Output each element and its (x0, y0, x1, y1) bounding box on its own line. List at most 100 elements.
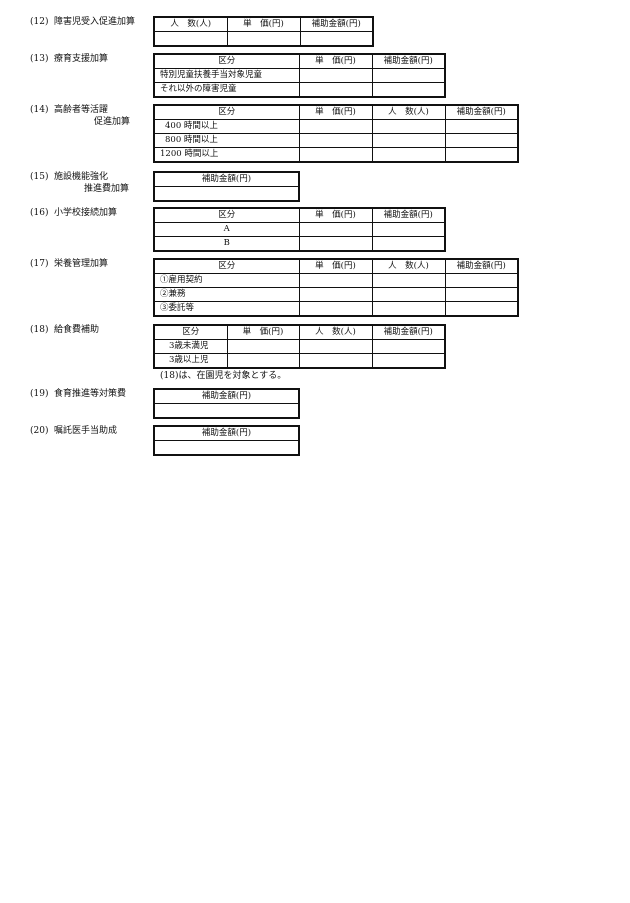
header-category: 区分 (153, 324, 228, 340)
subsidy-amount-cell[interactable] (444, 119, 519, 134)
unit-price-cell[interactable] (298, 133, 373, 148)
elementary-connection-table: 区分 単 価(円) 補助金額(円) A B (153, 207, 446, 252)
row-label: 400 時間以上 (153, 119, 300, 134)
header-row: 区分 単 価(円) 人 数(人) 補助金額(円) (153, 258, 519, 274)
header-row: 区分 単 価(円) 人 数(人) 補助金額(円) (153, 104, 519, 120)
subsidy-amount-cell[interactable] (371, 68, 446, 83)
row-label: 3歳以上児 (153, 353, 228, 369)
unit-price-cell[interactable] (298, 222, 373, 237)
header-subsidy-amount: 補助金額(円) (444, 258, 519, 274)
section-title: 食育推進等対策費 (54, 389, 127, 399)
header-unit-price: 単 価(円) (298, 104, 373, 120)
unit-price-cell[interactable] (226, 353, 300, 369)
section-note: (18)は、在園児を対象とする。 (160, 371, 287, 381)
table-row: ③委託等 (153, 301, 519, 317)
header-subsidy-amount: 補助金額(円) (444, 104, 519, 120)
table-row (153, 403, 300, 419)
section-number: (19) (30, 389, 49, 399)
table-row (153, 31, 374, 47)
subsidy-amount-cell[interactable] (371, 222, 446, 237)
unit-price-cell[interactable] (298, 236, 373, 252)
unit-price-cell[interactable] (298, 301, 373, 317)
subsidy-amount-cell[interactable] (153, 403, 300, 419)
section-title: 栄養管理加算 (54, 259, 109, 269)
subsidy-amount-cell[interactable] (444, 147, 519, 163)
unit-price-cell[interactable] (226, 31, 301, 47)
section-title-line2: 推進費加算 (84, 184, 130, 194)
row-label: B (153, 236, 300, 252)
subsidy-amount-cell[interactable] (153, 440, 300, 456)
nutrition-management-table: 区分 単 価(円) 人 数(人) 補助金額(円) ①雇用契約 ②兼務 ③委託等 (153, 258, 519, 317)
subsidy-amount-cell[interactable] (299, 31, 374, 47)
facility-function-table: 補助金額(円) (153, 171, 300, 202)
unit-price-cell[interactable] (298, 287, 373, 302)
table-row (153, 186, 300, 202)
header-category: 区分 (153, 104, 300, 120)
section-title: 小学校接続加算 (54, 208, 118, 218)
row-label: 1200 時間以上 (153, 147, 300, 163)
headcount-cell[interactable] (371, 273, 446, 288)
table-row: 800 時間以上 (153, 133, 519, 148)
header-unit-price: 単 価(円) (298, 53, 373, 69)
section-title: 給食費補助 (54, 325, 100, 335)
table-row: 特別児童扶養手当対象児童 (153, 68, 446, 83)
table-row: ②兼務 (153, 287, 519, 302)
row-label: 3歳未満児 (153, 339, 228, 354)
header-unit-price: 単 価(円) (226, 324, 300, 340)
header-unit-price: 単 価(円) (298, 258, 373, 274)
subsidy-amount-cell[interactable] (444, 273, 519, 288)
unit-price-cell[interactable] (298, 82, 373, 98)
disabled-child-acceptance-table: 人 数(人) 単 価(円) 補助金額(円) (153, 16, 374, 47)
header-headcount: 人 数(人) (371, 258, 446, 274)
table-row: それ以外の障害児童 (153, 82, 446, 98)
section-number: (14) (30, 105, 49, 115)
subsidy-amount-cell[interactable] (444, 301, 519, 317)
subsidy-amount-cell[interactable] (444, 287, 519, 302)
header-row: 補助金額(円) (153, 171, 300, 187)
header-headcount: 人 数(人) (298, 324, 373, 340)
headcount-cell[interactable] (371, 133, 446, 148)
unit-price-cell[interactable] (298, 119, 373, 134)
header-category: 区分 (153, 258, 300, 274)
subsidy-amount-cell[interactable] (371, 339, 446, 354)
unit-price-cell[interactable] (298, 273, 373, 288)
table-row: A (153, 222, 446, 237)
unit-price-cell[interactable] (226, 339, 300, 354)
header-headcount: 人 数(人) (371, 104, 446, 120)
section-number: (20) (30, 426, 49, 436)
table-row: 3歳以上児 (153, 353, 446, 369)
header-subsidy-amount: 補助金額(円) (153, 171, 300, 187)
headcount-cell[interactable] (298, 339, 373, 354)
header-unit-price: 単 価(円) (226, 16, 301, 32)
header-row: 区分 単 価(円) 人 数(人) 補助金額(円) (153, 324, 446, 340)
food-education-table: 補助金額(円) (153, 388, 300, 419)
header-row: 人 数(人) 単 価(円) 補助金額(円) (153, 16, 374, 32)
section-number: (13) (30, 54, 49, 64)
section-title: 障害児受入促進加算 (54, 17, 136, 27)
unit-price-cell[interactable] (298, 147, 373, 163)
subsidy-amount-cell[interactable] (153, 186, 300, 202)
header-category: 区分 (153, 53, 300, 69)
row-label: それ以外の障害児童 (153, 82, 300, 98)
subsidy-amount-cell[interactable] (371, 353, 446, 369)
row-label: A (153, 222, 300, 237)
subsidy-amount-cell[interactable] (371, 82, 446, 98)
headcount-cell[interactable] (371, 147, 446, 163)
table-row: 1200 時間以上 (153, 147, 519, 163)
subsidy-amount-cell[interactable] (444, 133, 519, 148)
section-title-line2: 促進加算 (94, 117, 131, 127)
section-number: (15) (30, 172, 49, 182)
therapy-support-table: 区分 単 価(円) 補助金額(円) 特別児童扶養手当対象児童 それ以外の障害児童 (153, 53, 446, 98)
unit-price-cell[interactable] (298, 68, 373, 83)
header-unit-price: 単 価(円) (298, 207, 373, 223)
headcount-cell[interactable] (153, 31, 228, 47)
subsidy-amount-cell[interactable] (371, 236, 446, 252)
headcount-cell[interactable] (298, 353, 373, 369)
header-subsidy-amount: 補助金額(円) (153, 388, 300, 404)
section-title: 療育支援加算 (54, 54, 109, 64)
table-row: B (153, 236, 446, 252)
headcount-cell[interactable] (371, 287, 446, 302)
headcount-cell[interactable] (371, 119, 446, 134)
headcount-cell[interactable] (371, 301, 446, 317)
section-number: (17) (30, 259, 49, 269)
